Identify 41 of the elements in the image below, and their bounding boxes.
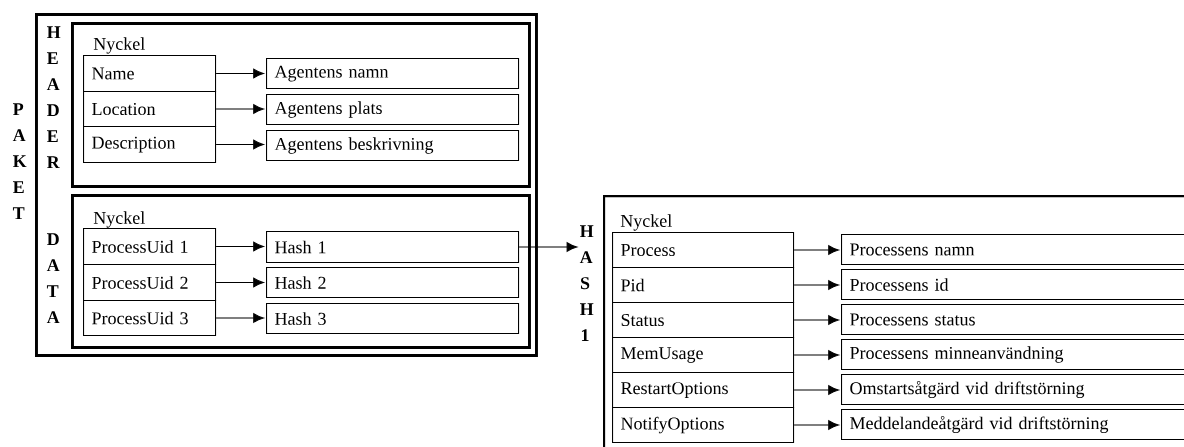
table-cell: Agentens beskrivning — [266, 130, 520, 162]
table-cell: Hash 1 — [266, 231, 520, 264]
vertical-heading: DATA — [46, 233, 60, 324]
arrow — [793, 350, 839, 360]
arrow — [518, 242, 578, 252]
table-cell: RestartOptions — [612, 372, 795, 409]
table-cell: Agentens namn — [266, 58, 520, 90]
table-cell: ProcessUid 1 — [83, 228, 217, 266]
table-cell: NotifyOptions — [612, 407, 795, 444]
arrow — [215, 104, 264, 114]
arrow — [215, 68, 264, 79]
table-cell: Process — [612, 232, 795, 269]
table-cell: Location — [83, 91, 217, 128]
arrow — [793, 280, 839, 290]
table-cell: Processens id — [841, 269, 1184, 301]
arrow — [215, 139, 264, 150]
table-cell: MemUsage — [612, 337, 795, 374]
vertical-heading: HEADER — [46, 26, 61, 169]
vertical-heading: HASH 1 — [579, 225, 594, 342]
arrow — [215, 313, 264, 323]
table-cell: Agentens plats — [266, 94, 520, 126]
arrow — [793, 385, 839, 395]
table-cell: Pid — [612, 267, 795, 304]
table-cell: Hash 3 — [266, 303, 520, 335]
table-cell: Description — [83, 126, 217, 164]
table-cell: Omstartsåtgärd vid driftstörning — [841, 374, 1184, 406]
arrow — [793, 245, 839, 255]
table-cell: Processens namn — [841, 234, 1184, 266]
table-cell: Hash 2 — [266, 267, 520, 299]
table-cell: ProcessUid 2 — [83, 264, 217, 302]
arrow — [215, 241, 264, 252]
table-cell: Name — [83, 55, 217, 93]
arrow — [215, 277, 264, 288]
table-cell: Processens status — [841, 304, 1184, 336]
table-cell: Meddelandeåtgärd vid driftstörning — [841, 409, 1184, 441]
arrow — [793, 420, 839, 430]
vertical-heading: PAKET — [12, 103, 27, 220]
table-cell: Status — [612, 302, 795, 339]
table-cell: ProcessUid 3 — [83, 300, 217, 337]
arrow — [793, 315, 839, 325]
table-cell: Processens minneanvändning — [841, 339, 1184, 371]
